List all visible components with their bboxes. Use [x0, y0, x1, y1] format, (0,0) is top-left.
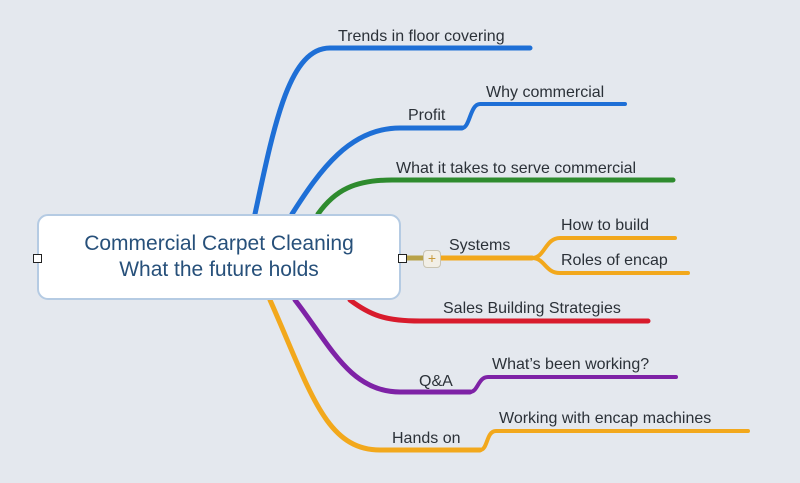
- central-topic-title: Commercial Carpet Cleaning: [84, 232, 354, 255]
- branch-connector-sales: [347, 297, 651, 324]
- branch-label-sales[interactable]: Sales Building Strategies: [443, 300, 621, 317]
- branch-label-hands-on[interactable]: Hands on: [392, 430, 461, 447]
- subbranch-label-whats-working[interactable]: What’s been working?: [492, 356, 650, 373]
- subbranch-connector-encap-machines: [478, 429, 750, 452]
- resize-handle-left[interactable]: [33, 254, 42, 263]
- subbranch-label-how-to-build[interactable]: How to build: [561, 217, 650, 234]
- branch-label-systems[interactable]: Systems: [449, 237, 511, 254]
- subbranch-label-why-commercial[interactable]: Why commercial: [486, 84, 605, 101]
- branch-connector-what-it-takes: [315, 177, 676, 217]
- subbranch-label-roles-of-encap[interactable]: Roles of encap: [561, 252, 668, 269]
- resize-handle-right[interactable]: [398, 254, 407, 263]
- subbranch-connector-whats-working: [468, 375, 678, 394]
- subbranch-label-encap-machines[interactable]: Working with encap machines: [499, 410, 712, 427]
- branch-label-profit[interactable]: Profit: [408, 107, 446, 124]
- subbranch-connector-why-commercial: [460, 102, 627, 130]
- subbranch-connector-roles-of-encap: [530, 256, 690, 275]
- branch-label-trends[interactable]: Trends in floor covering: [338, 28, 505, 45]
- branch-connector-trends: [252, 45, 533, 217]
- expand-plus-icon[interactable]: +: [423, 250, 441, 268]
- central-topic-subtitle: What the future holds: [119, 258, 319, 281]
- branch-connector-profit: [289, 125, 465, 217]
- branch-label-qa[interactable]: Q&A: [419, 373, 453, 390]
- branch-connector-qa: [292, 297, 473, 395]
- branch-label-what-it-takes[interactable]: What it takes to serve commercial: [396, 160, 637, 177]
- central-topic-node[interactable]: Commercial Carpet Cleaning What the futu…: [37, 214, 401, 300]
- branch-connector-hands-on: [267, 297, 483, 453]
